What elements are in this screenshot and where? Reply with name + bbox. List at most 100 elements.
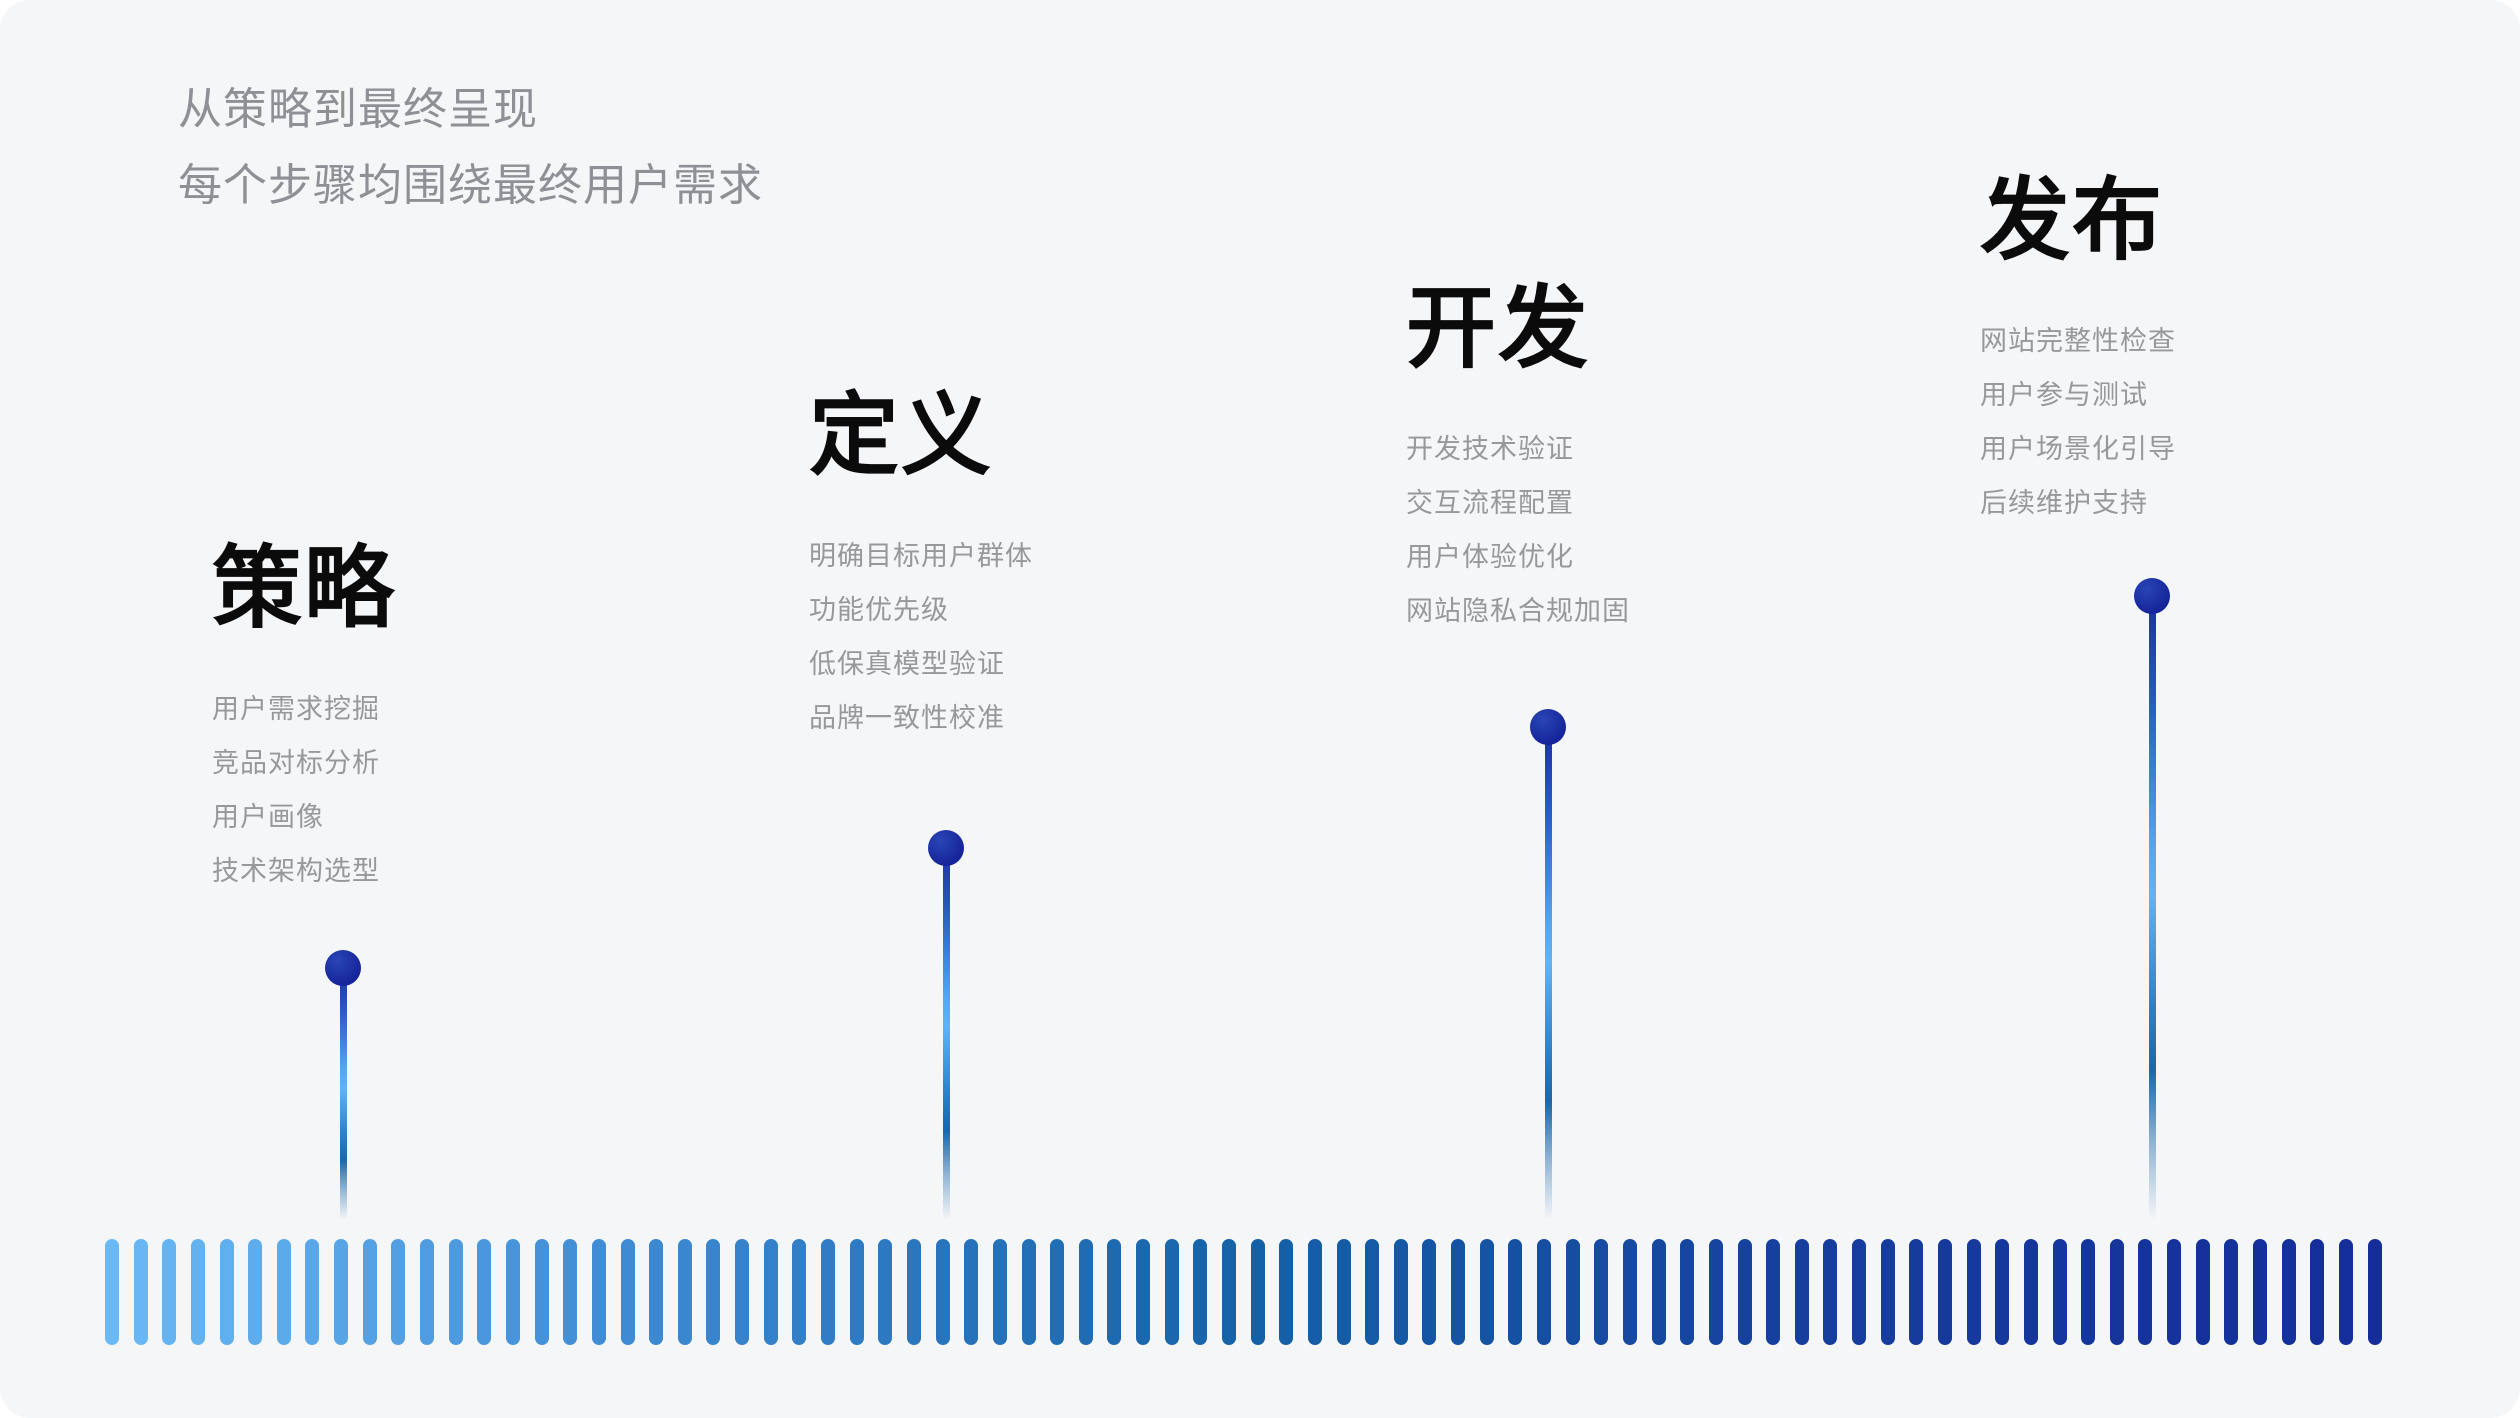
timeline-bar-segment (849, 1239, 864, 1345)
stage-item: 用户场景化引导 (1980, 434, 2176, 464)
timeline-bar-segment (1107, 1239, 1122, 1345)
timeline-bar-segment (620, 1239, 635, 1345)
header-subtitle: 从策略到最终呈现 每个步骤均围绕最终用户需求 (178, 72, 763, 224)
timeline-bar-segment (1880, 1239, 1895, 1345)
timeline-bar-segment (2167, 1239, 2182, 1345)
timeline-bar-segment (1594, 1239, 1609, 1345)
timeline-bar-segment (1823, 1239, 1838, 1345)
stage-title: 发布 (1980, 171, 2164, 271)
timeline-bar-segment (1336, 1239, 1351, 1345)
timeline-bar-segment (362, 1239, 377, 1345)
timeline-bar-segment (1422, 1239, 1437, 1345)
timeline-bar-segment (878, 1239, 893, 1345)
timeline-bar-segment (2052, 1239, 2067, 1345)
timeline-bar-segment (1565, 1239, 1580, 1345)
stage-marker-dot (928, 830, 964, 866)
timeline-bar-segment (1852, 1239, 1867, 1345)
timeline-bar-segment (1651, 1239, 1666, 1345)
timeline-bar-segment (248, 1239, 263, 1345)
timeline-bar-segment (219, 1239, 234, 1345)
stage-item: 技术架构选型 (212, 856, 380, 886)
timeline-bar-segment (935, 1239, 950, 1345)
stage-define: 定义 明确目标用户群体 功能优先级 低保真模型验证 品牌一致性校准 (809, 391, 1033, 745)
timeline-bar-segment (706, 1239, 721, 1345)
timeline-bar-segment (2224, 1239, 2239, 1345)
timeline-bar-segment (162, 1239, 177, 1345)
timeline-bar-segment (1451, 1239, 1466, 1345)
timeline-bar-segment (1250, 1239, 1265, 1345)
stage-item: 网站隐私合规加固 (1406, 596, 1630, 626)
stage-marker-dot (2134, 578, 2170, 614)
timeline-bar-segment (1909, 1239, 1924, 1345)
stage-item: 后续维护支持 (1980, 488, 2148, 518)
stage-marker-stem (943, 848, 950, 1220)
timeline-bar-segment (792, 1239, 807, 1345)
timeline-bar-segment (1164, 1239, 1179, 1345)
timeline-bar-segment (1995, 1239, 2010, 1345)
timeline-bar-segment (505, 1239, 520, 1345)
stage-title: 开发 (1406, 279, 1590, 379)
timeline-bar-segment (2281, 1239, 2296, 1345)
stage-develop: 开发 开发技术验证 交互流程配置 用户体验优化 网站隐私合规加固 (1406, 284, 1630, 638)
timeline-bar-segment (2109, 1239, 2124, 1345)
timeline-bar-segment (2138, 1239, 2153, 1345)
timeline-bar-segment (1021, 1239, 1036, 1345)
timeline-bar-segment (420, 1239, 435, 1345)
timeline-bar-segment (1136, 1239, 1151, 1345)
timeline-bar-segment (305, 1239, 320, 1345)
timeline-bar-segment (1966, 1239, 1981, 1345)
timeline-bar-segment (591, 1239, 606, 1345)
stage-item: 网站完整性检查 (1980, 326, 2176, 356)
timeline-bar-segment (477, 1239, 492, 1345)
timeline-bar-segment (2367, 1239, 2382, 1345)
stage-item: 品牌一致性校准 (809, 703, 1005, 733)
timeline-bar-segment (1766, 1239, 1781, 1345)
stage-item-list: 用户需求挖掘 竞品对标分析 用户画像 技术架构选型 (212, 682, 396, 898)
timeline-bar (105, 1239, 2382, 1345)
timeline-bar-segment (2310, 1239, 2325, 1345)
timeline-bar-segment (534, 1239, 549, 1345)
stage-item: 功能优先级 (809, 595, 949, 625)
header-line-1: 从策略到最终呈现 (178, 85, 538, 134)
timeline-bar-segment (2023, 1239, 2038, 1345)
timeline-bar-segment (992, 1239, 1007, 1345)
timeline-bar-segment (677, 1239, 692, 1345)
stage-item: 用户参与测试 (1980, 380, 2148, 410)
stage-marker-dot (325, 950, 361, 986)
header-line-2: 每个步骤均围绕最终用户需求 (178, 161, 763, 210)
timeline-bar-segment (1708, 1239, 1723, 1345)
timeline-bar-segment (276, 1239, 291, 1345)
timeline-bar-segment (1050, 1239, 1065, 1345)
timeline-bar-segment (2253, 1239, 2268, 1345)
stage-item: 交互流程配置 (1406, 488, 1574, 518)
stage-item: 用户需求挖掘 (212, 694, 380, 724)
timeline-bar-segment (105, 1239, 119, 1345)
stage-item-list: 网站完整性检查 用户参与测试 用户场景化引导 后续维护支持 (1980, 314, 2176, 530)
stage-marker-stem (1545, 727, 1552, 1220)
timeline-bar-segment (1307, 1239, 1322, 1345)
timeline-bar-segment (1479, 1239, 1494, 1345)
timeline-bar-segment (1938, 1239, 1952, 1345)
timeline-bar-segment (1537, 1239, 1552, 1345)
timeline-bar-segment (1365, 1239, 1380, 1345)
stage-item: 用户体验优化 (1406, 542, 1574, 572)
stage-strategy: 策略 用户需求挖掘 竞品对标分析 用户画像 技术架构选型 (212, 544, 396, 898)
timeline-bar-segment (964, 1239, 979, 1345)
stage-marker-dot (1530, 709, 1566, 745)
stage-item: 明确目标用户群体 (809, 541, 1033, 571)
timeline-bar-segment (133, 1239, 148, 1345)
stage-item: 用户画像 (212, 802, 324, 832)
timeline-bar-segment (1680, 1239, 1695, 1345)
timeline-bar-segment (649, 1239, 664, 1345)
timeline-bar-segment (1221, 1239, 1236, 1345)
timeline-bar-segment (190, 1239, 205, 1345)
stage-marker-stem (2149, 596, 2156, 1220)
stage-launch: 发布 网站完整性检查 用户参与测试 用户场景化引导 后续维护支持 (1980, 176, 2176, 530)
stage-item-list: 开发技术验证 交互流程配置 用户体验优化 网站隐私合规加固 (1406, 422, 1630, 638)
timeline-bar-segment (1794, 1239, 1809, 1345)
timeline-bar-segment (1078, 1239, 1093, 1345)
timeline-bar-segment (563, 1239, 578, 1345)
timeline-bar-segment (735, 1239, 750, 1345)
timeline-bar-segment (448, 1239, 463, 1345)
